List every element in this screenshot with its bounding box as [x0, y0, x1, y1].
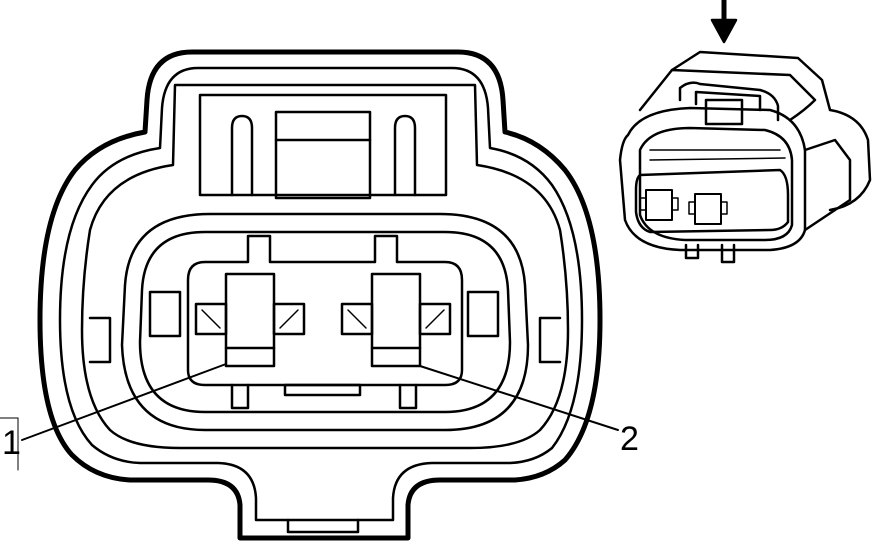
- latch-center-block: [274, 110, 372, 200]
- housing-rim: [80, 83, 570, 450]
- terminal-2-body: [370, 272, 422, 368]
- latch-frame: [198, 93, 448, 197]
- latch-right-slot: [393, 114, 417, 197]
- iso-latch-block: [704, 98, 744, 126]
- leader-lines: [0, 363, 619, 471]
- terminal-2: [340, 272, 452, 368]
- iso-housing-outline: [618, 106, 807, 252]
- latch-left-slot: [230, 114, 254, 197]
- terminal-1: [194, 272, 306, 368]
- lock-latch: [198, 93, 448, 200]
- callout-label-2: 2: [620, 420, 639, 458]
- down-arrow-icon: [710, 0, 738, 44]
- terminal-block-outline: [186, 234, 464, 387]
- iso-housing-inner: [638, 126, 794, 242]
- terminal-1-left-wing: [194, 302, 228, 336]
- terminal-2-right-wing: [418, 302, 452, 336]
- connector-isometric-view: [618, 0, 872, 264]
- iso-terminal-1: [645, 189, 673, 221]
- right-outer-rib: [538, 316, 562, 364]
- iso-housing-top: [670, 50, 872, 212]
- block-bottom-left-tab: [230, 383, 250, 410]
- terminal-1-right-wing: [272, 302, 306, 336]
- iso-terminal-2: [694, 193, 722, 225]
- right-side-rib: [466, 290, 500, 338]
- leader-line-2: [419, 365, 619, 431]
- terminal-cavity: [88, 212, 562, 432]
- iso-cavity: [634, 168, 790, 234]
- block-bottom-key: [283, 383, 362, 397]
- cavity-outer: [120, 212, 530, 432]
- terminal-1-body: [224, 272, 276, 368]
- block-bottom-right-tab: [398, 383, 418, 410]
- iso-housing-front: [638, 68, 817, 122]
- housing-inner-outline: [58, 66, 584, 522]
- bottom-tab: [286, 518, 360, 534]
- callout-label-1: 1: [2, 424, 21, 462]
- cavity-inner: [138, 230, 512, 414]
- terminal-2-left-wing: [340, 302, 374, 336]
- iso-latch: [678, 81, 780, 122]
- iso-bottom-tabs: [684, 243, 736, 264]
- connector-housing: [37, 49, 603, 541]
- left-outer-rib: [88, 316, 112, 364]
- leader-line-1: [21, 363, 227, 441]
- housing-outer-outline: [37, 49, 603, 541]
- terminal-block: [186, 234, 464, 410]
- left-side-rib: [148, 290, 182, 338]
- iso-side-depth: [803, 138, 852, 232]
